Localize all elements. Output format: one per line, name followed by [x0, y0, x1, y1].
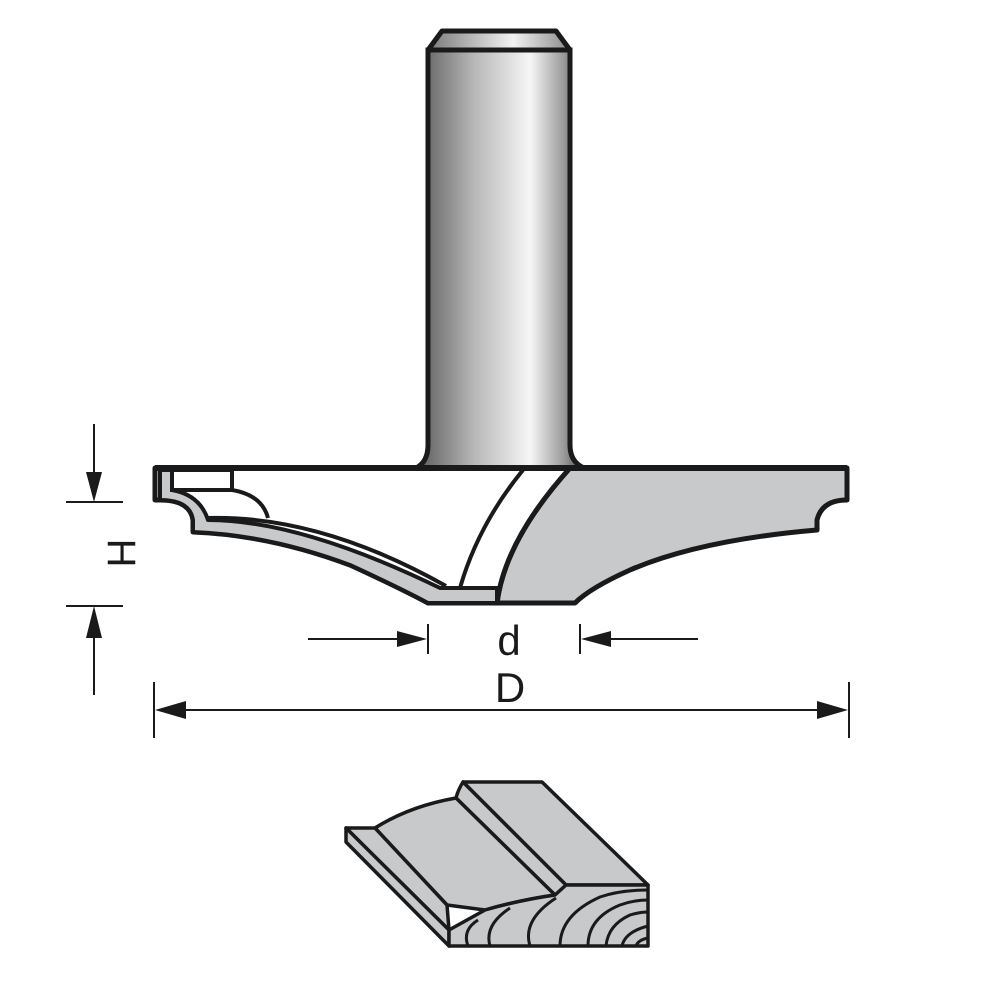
shank [414, 28, 586, 471]
label-H: H [99, 539, 143, 568]
cutting-edge-notch [170, 468, 234, 492]
dimension-H: H [66, 424, 143, 695]
arrow-right-icon [817, 701, 848, 719]
cutting-edge-bead [231, 488, 270, 519]
cutting-edge-inner-line [207, 515, 447, 588]
arrow-up-icon [86, 606, 102, 638]
shank-body [414, 47, 586, 471]
label-d: d [497, 617, 520, 664]
relief-groove [458, 468, 525, 589]
shank-chamfer-top [425, 28, 573, 53]
arrow-right-icon [397, 631, 427, 647]
cutting-edge-band [158, 468, 499, 605]
dimension-D: D [153, 664, 850, 738]
arrow-left-icon [155, 701, 186, 719]
workpiece-profile [344, 780, 650, 948]
cutter-body [152, 465, 850, 606]
arrow-down-icon [86, 472, 102, 502]
label-D: D [495, 664, 525, 711]
arrow-left-icon [581, 631, 611, 647]
dimension-d: d [308, 617, 698, 664]
